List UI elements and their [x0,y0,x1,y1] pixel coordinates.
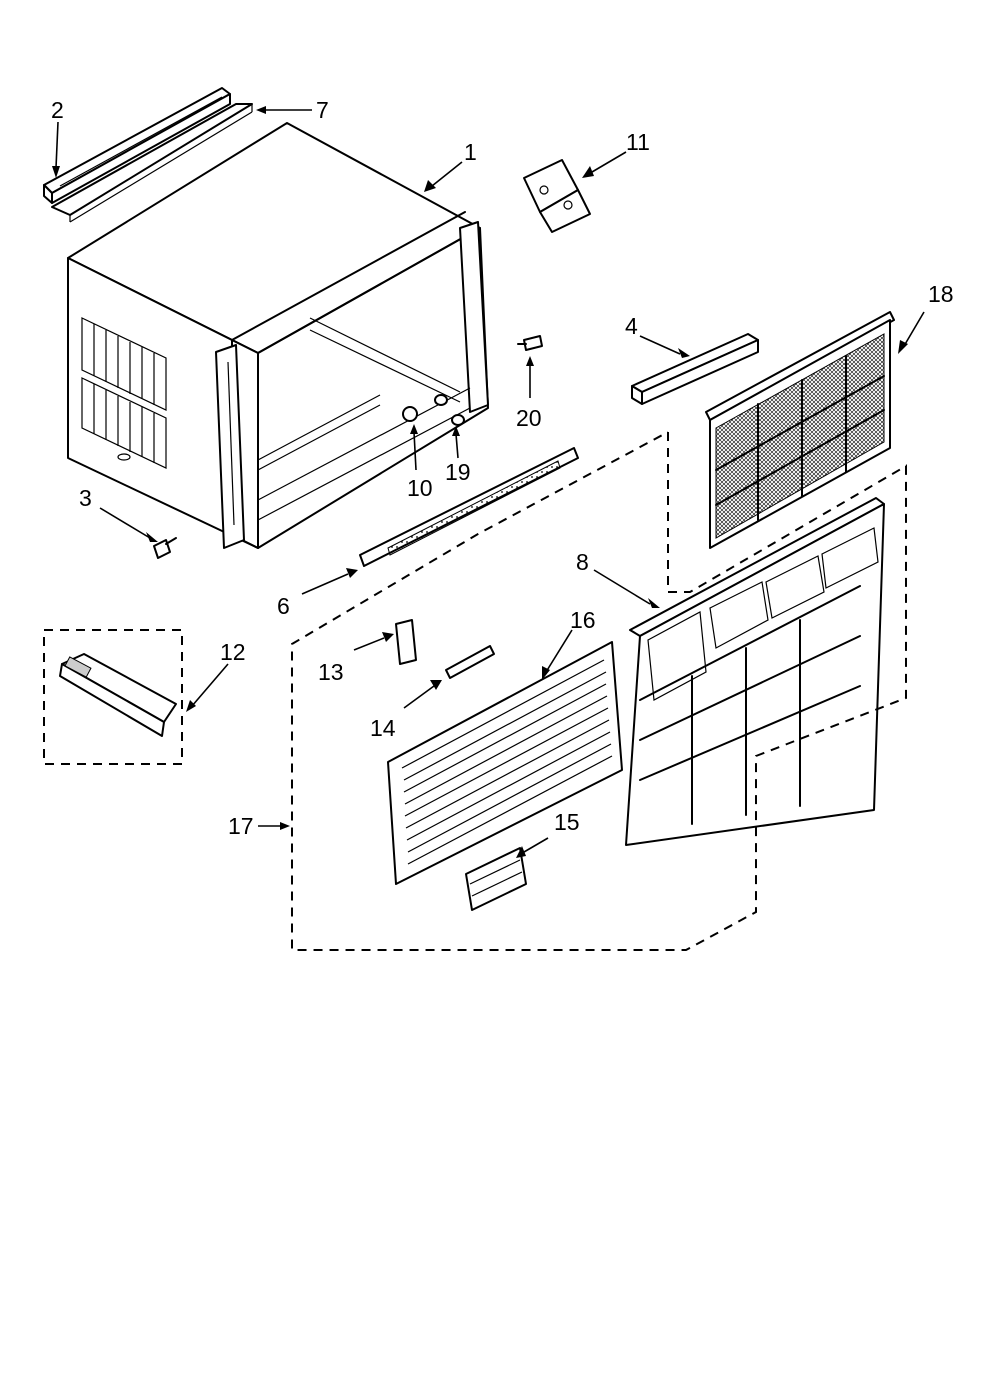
callout-13: 13 [318,659,344,685]
part-13-plate [395,619,417,665]
callout-11: 11 [626,129,650,155]
callout-labels: 2 7 1 11 18 4 20 10 19 3 6 8 16 12 13 14… [51,97,954,839]
part-2-rail [43,87,231,204]
leader-lines [52,106,925,858]
callout-4: 4 [625,313,638,339]
callout-7: 7 [316,97,329,123]
callout-20: 20 [516,405,542,431]
part-11-bracket [523,159,591,233]
part-18-filter [705,311,895,549]
part-20-screw [517,335,543,351]
part-15-vane [465,847,527,911]
part-19-clip [434,394,465,426]
callout-8: 8 [576,549,589,575]
part-17-assembly-outline [291,431,907,951]
cabinet-louvers [81,317,167,469]
part-4-block [631,333,759,405]
callout-6: 6 [277,593,290,619]
callout-14: 14 [370,715,396,741]
part-12-remote [43,629,183,765]
callout-3: 3 [79,485,92,511]
part-6-strip [359,447,579,567]
callout-2: 2 [51,97,64,123]
part-10-bushing [402,406,418,422]
part-1-cabinet [67,122,489,549]
callout-12: 12 [220,639,246,665]
part-8-front-panel [625,497,885,846]
part-7-strip [51,103,253,223]
callout-10: 10 [407,475,433,501]
callout-19: 19 [445,459,471,485]
part-3-screw [153,537,177,559]
callout-17: 17 [228,813,254,839]
callout-1: 1 [464,139,477,165]
callout-16: 16 [570,607,596,633]
callout-18: 18 [928,281,954,307]
part-16-louver-panel [387,641,623,885]
callout-15: 15 [554,809,580,835]
part-14-link [445,645,495,679]
